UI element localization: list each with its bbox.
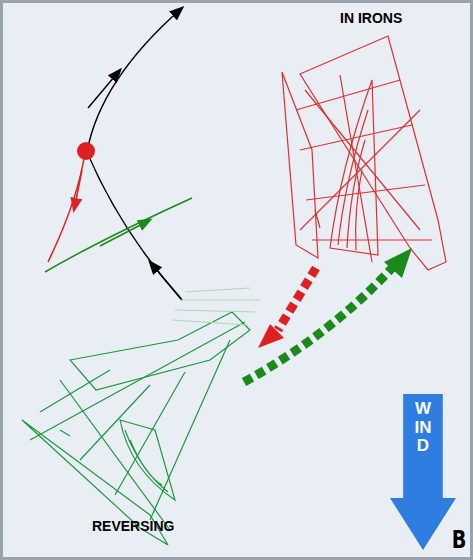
panel-letter: B xyxy=(452,526,467,554)
red-catamaran xyxy=(282,36,446,270)
phase-portrait xyxy=(45,8,192,300)
red-trajectory xyxy=(48,152,85,262)
equilibrium-dot xyxy=(77,142,95,160)
state-label: IN IRONS xyxy=(340,10,402,26)
state-label: REVERSING xyxy=(92,518,174,534)
unstable-branch xyxy=(87,8,182,152)
green-dashed-arrow xyxy=(244,268,392,382)
red-arrowhead xyxy=(258,324,284,348)
green-arrowhead xyxy=(384,248,412,278)
red-dashed-arrow xyxy=(278,268,316,330)
green-trajectory xyxy=(45,198,192,272)
wind-text: WIND xyxy=(415,394,432,456)
green-catamaran xyxy=(22,288,260,545)
wind-arrow: WIND xyxy=(390,394,456,550)
stable-branch xyxy=(87,152,182,300)
